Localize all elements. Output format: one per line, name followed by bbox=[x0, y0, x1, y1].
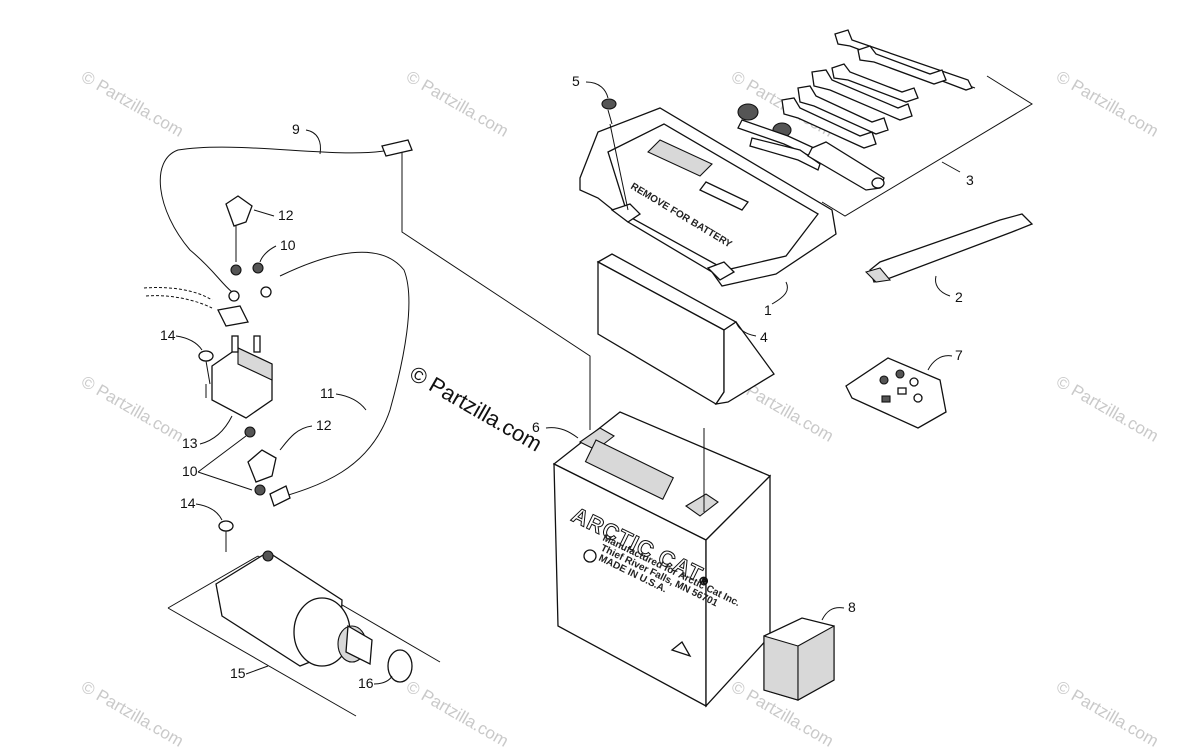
watermark-tile: © Partzilla.com bbox=[78, 372, 187, 446]
nut-10-group bbox=[230, 262, 266, 496]
starter-motor bbox=[167, 550, 441, 717]
cable-11 bbox=[260, 251, 410, 507]
callout-9: 9 bbox=[292, 121, 300, 137]
watermark-tile: © Partzilla.com bbox=[78, 677, 187, 750]
o-ring bbox=[387, 649, 413, 683]
watermark-tile: © Partzilla.com bbox=[1053, 372, 1162, 446]
starter-solenoid bbox=[143, 287, 273, 419]
cover-screw bbox=[601, 98, 617, 125]
callout-13: 13 bbox=[182, 435, 198, 451]
callout-1: 1 bbox=[764, 302, 772, 318]
callout-10-upper: 10 bbox=[280, 237, 296, 253]
battery-cover: REMOVE FOR BATTERY bbox=[579, 107, 837, 287]
tool-kit bbox=[737, 29, 1033, 217]
callout-10-lower: 10 bbox=[182, 463, 198, 479]
callout-8: 8 bbox=[848, 599, 856, 615]
callout-12-lower: 12 bbox=[316, 417, 332, 433]
callout-14-upper: 14 bbox=[160, 327, 176, 343]
callout-11: 11 bbox=[320, 385, 335, 401]
hardware-pack bbox=[845, 357, 947, 429]
callout-16: 16 bbox=[358, 675, 374, 691]
callout-12-upper: 12 bbox=[278, 207, 294, 223]
callout-2: 2 bbox=[955, 289, 963, 305]
callout-7: 7 bbox=[955, 347, 963, 363]
callout-15: 15 bbox=[230, 665, 246, 681]
callout-4: 4 bbox=[760, 329, 768, 345]
bolt-14-upper bbox=[198, 350, 214, 385]
bolt-14-lower bbox=[218, 520, 234, 552]
cable-9 bbox=[159, 139, 413, 302]
watermark-tile: © Partzilla.com bbox=[1053, 67, 1162, 141]
watermark-tile: © Partzilla.com bbox=[403, 67, 512, 141]
callout-3: 3 bbox=[966, 172, 974, 188]
watermark-tile: © Partzilla.com bbox=[1053, 677, 1162, 750]
callout-5: 5 bbox=[572, 73, 580, 89]
battery: ARCTIC CAT® Manufactured for Arctic Cat … bbox=[552, 411, 772, 708]
callout-6: 6 bbox=[532, 419, 540, 435]
terminal-boot-lower bbox=[247, 449, 277, 483]
callout-14-lower: 14 bbox=[180, 495, 196, 511]
terminal-boot-upper bbox=[225, 195, 253, 262]
watermark-center: © Partzilla.com bbox=[406, 361, 547, 457]
foam-pad bbox=[763, 617, 835, 701]
watermark-tile: © Partzilla.com bbox=[403, 677, 512, 750]
battery-strap bbox=[864, 213, 1034, 283]
battery-shield bbox=[596, 253, 775, 405]
watermark-tile: © Partzilla.com bbox=[78, 67, 187, 141]
